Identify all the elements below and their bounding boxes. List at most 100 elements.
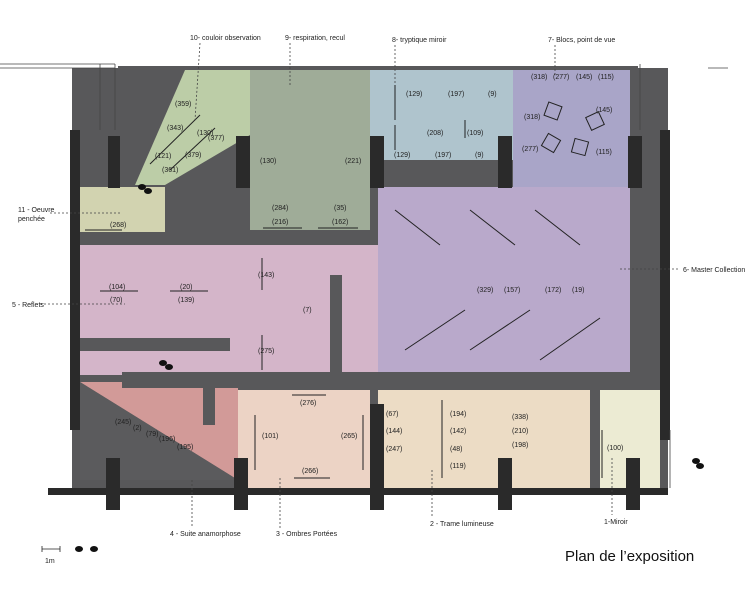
room-label-11-line2: penchée xyxy=(18,216,45,223)
room-label-9: 9- respiration, recul xyxy=(285,35,345,42)
wall-corridor-bottom xyxy=(122,372,642,388)
room-label-6: 6- Master Collection xyxy=(683,267,745,274)
dim-label: (79) xyxy=(146,431,158,438)
dim-label: (265) xyxy=(341,433,357,440)
dim-label: (275) xyxy=(258,348,274,355)
dim-label: (157) xyxy=(504,287,520,294)
dim-label: (9) xyxy=(488,91,497,98)
plan-title: Plan de l’exposition xyxy=(565,548,694,565)
dim-label: (101) xyxy=(262,433,278,440)
dim-label: (67) xyxy=(386,411,398,418)
dim-label: (196) xyxy=(159,436,175,443)
zone-8-tryptique-miroir xyxy=(370,70,513,160)
dim-label: (268) xyxy=(110,222,126,229)
dim-label: (329) xyxy=(477,287,493,294)
scale-bar xyxy=(41,546,61,552)
post-3 xyxy=(498,136,512,188)
wall-left-block xyxy=(80,338,230,351)
dim-label: (361) xyxy=(162,167,178,174)
dim-label: (109) xyxy=(467,130,483,137)
dim-label: (210) xyxy=(512,428,528,435)
dim-label: (104) xyxy=(109,284,125,291)
wall-stub-2 xyxy=(590,385,600,488)
dim-label: (359) xyxy=(175,101,191,108)
wall-corridor-top xyxy=(80,232,370,245)
dim-label: (379) xyxy=(185,152,201,159)
dim-label: (115) xyxy=(596,149,612,156)
right-wall xyxy=(660,130,670,440)
dim-label: (130) xyxy=(260,158,276,165)
dim-label: (172) xyxy=(545,287,561,294)
room-label-4: 4 - Suite anamorphose xyxy=(170,531,241,538)
post-10 xyxy=(626,458,640,510)
dim-label: (162) xyxy=(332,219,348,226)
post-9 xyxy=(498,458,512,510)
room-label-2: 2 - Trame lumineuse xyxy=(430,521,494,528)
dim-label: (139) xyxy=(178,297,194,304)
post-1 xyxy=(236,136,250,188)
post-7 xyxy=(234,458,248,510)
room-label-7: 7- Blocs, point de vue xyxy=(548,37,615,44)
zone-9-respiration-recul xyxy=(250,70,370,230)
dim-label: (143) xyxy=(258,272,274,279)
wall-stub-1 xyxy=(203,385,215,425)
room-label-3: 3 - Ombres Portées xyxy=(276,531,338,538)
dim-label: (2) xyxy=(133,425,142,432)
zone-4-shadow xyxy=(80,382,238,480)
dim-label: (129) xyxy=(394,152,410,159)
dim-label: (343) xyxy=(167,125,183,132)
dim-label: (70) xyxy=(110,297,122,304)
post-4 xyxy=(628,136,642,188)
dim-label: (130) xyxy=(197,130,213,137)
dim-label: (145) xyxy=(576,74,592,81)
dim-label: (247) xyxy=(386,446,402,453)
dim-label: (121) xyxy=(155,153,171,160)
dim-label: (129) xyxy=(406,91,422,98)
dim-label: (277) xyxy=(553,74,569,81)
dim-label: (198) xyxy=(512,442,528,449)
dim-label: (266) xyxy=(302,468,318,475)
bloc-squares xyxy=(540,101,605,157)
dim-label: (197) xyxy=(448,91,464,98)
dim-label: (9) xyxy=(475,152,484,159)
dim-label: (377) xyxy=(208,135,224,142)
zone-7-blocs xyxy=(513,70,630,187)
room-label-8: 8- tryptique miroir xyxy=(392,37,447,44)
wall-vertical-reflets xyxy=(330,275,342,375)
room-label-1: 1-Miroir xyxy=(604,519,628,526)
zone-3-ombres-portees xyxy=(238,390,370,488)
room-label-5: 5 - Reflets xyxy=(12,302,44,309)
scale-label: 1m xyxy=(45,558,55,565)
dim-label: (277) xyxy=(522,146,538,153)
dim-label: (216) xyxy=(272,219,288,226)
bottom-wall xyxy=(48,488,668,495)
artwork-marks xyxy=(85,85,603,479)
dim-label: (197) xyxy=(435,152,451,159)
room-label-10: 10- couloir observation xyxy=(190,35,261,42)
footprints-icon xyxy=(75,184,704,552)
leader-lines xyxy=(40,42,680,528)
room-label-11-line1: 11 - Oeuvre xyxy=(18,207,55,214)
room-label-11: 11 - Oeuvre penchée xyxy=(18,207,56,223)
dim-label: (195) xyxy=(177,444,193,451)
dim-label: (338) xyxy=(512,414,528,421)
dim-label: (318) xyxy=(524,114,540,121)
dim-label: (208) xyxy=(427,130,443,137)
zone-10-couloir-observation xyxy=(135,70,250,185)
dim-label: (276) xyxy=(300,400,316,407)
dim-label: (48) xyxy=(450,446,462,453)
dim-label: (35) xyxy=(334,205,346,212)
dim-label: (144) xyxy=(386,428,402,435)
post-6 xyxy=(106,458,120,510)
post-8 xyxy=(370,404,384,510)
dim-label: (20) xyxy=(180,284,192,291)
dim-label: (115) xyxy=(598,74,614,81)
dim-label: (19) xyxy=(572,287,584,294)
dim-label: (119) xyxy=(450,463,466,470)
zone-2-trame-lumineuse xyxy=(378,390,590,488)
dim-label: (100) xyxy=(607,445,623,452)
dim-label: (142) xyxy=(450,428,466,435)
building-edge-lines xyxy=(0,63,728,488)
left-wall xyxy=(70,130,80,430)
